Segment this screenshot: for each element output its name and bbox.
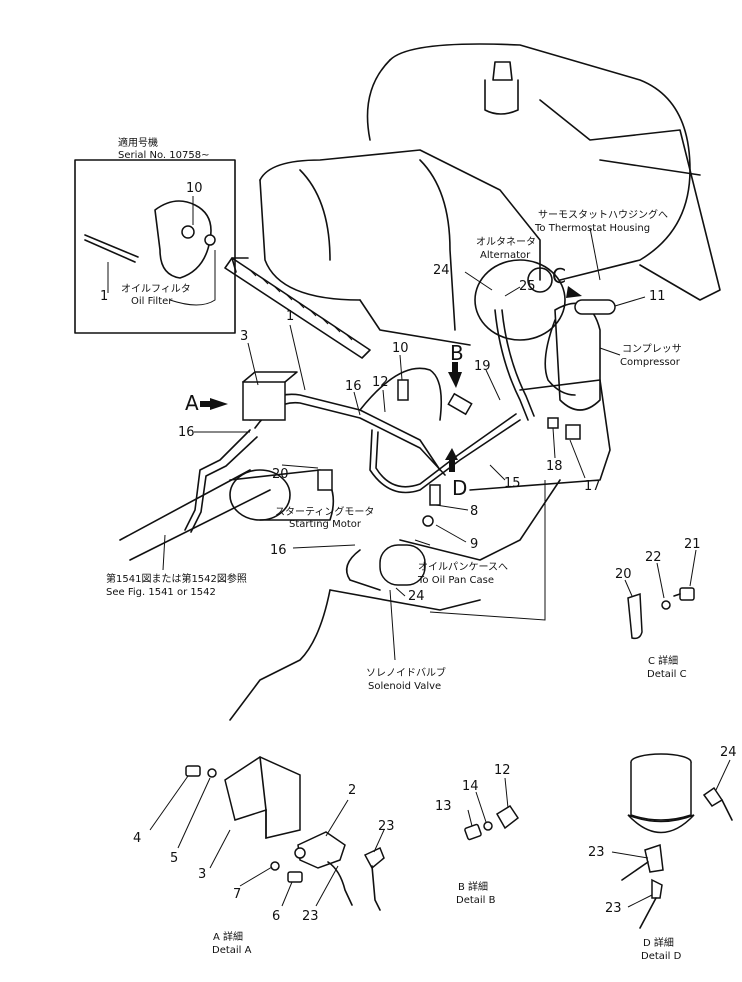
- detail-c-en: Detail C: [647, 669, 687, 680]
- callout-16-c: 16: [270, 543, 287, 558]
- view-a-letter: A: [185, 391, 199, 415]
- oil-pan-label-jp: オイルパンケースへ: [418, 561, 508, 573]
- callout-24-a: 24: [433, 263, 450, 278]
- callout-24-b: 24: [408, 589, 425, 604]
- callout-20: 20: [272, 467, 289, 482]
- callout-8: 8: [470, 504, 478, 519]
- detail-a-en: Detail A: [212, 945, 252, 956]
- callout-17: 17: [584, 479, 601, 494]
- main-callouts: 10 1 1 3 16 20 16 12 10 19 24 25 11 8 9 …: [100, 181, 666, 604]
- callout-14: 14: [462, 779, 479, 794]
- callout-10-inset: 10: [186, 181, 203, 196]
- callout-20-c: 20: [615, 567, 632, 582]
- solenoid-label-jp: ソレノイドバルブ: [366, 666, 446, 679]
- callout-24-d: 24: [720, 745, 737, 760]
- callout-1: 1: [286, 309, 294, 324]
- starting-motor-label-en: Starting Motor: [289, 519, 362, 530]
- detail-b-jp: B 詳細: [458, 880, 488, 893]
- callout-18: 18: [546, 459, 563, 474]
- detail-a-jp: A 詳細: [213, 930, 243, 943]
- fittings: [242, 299, 616, 586]
- engine-outline: [119, 43, 721, 721]
- callout-23-d1: 23: [588, 845, 605, 860]
- detail-c-jp: C 詳細: [648, 654, 678, 667]
- inset-oil-filter-jp: オイルフィルタ: [121, 283, 191, 295]
- detail-c: [624, 549, 697, 640]
- solenoid-label-en: Solenoid Valve: [368, 681, 441, 692]
- inset-pointer-arrow: [224, 257, 371, 359]
- callout-23-d2: 23: [605, 901, 622, 916]
- callout-3-a: 3: [198, 867, 206, 882]
- callout-15: 15: [504, 476, 521, 491]
- inset-box: [74, 159, 236, 334]
- thermostat-label-jp: サーモスタットハウジングへ: [538, 208, 668, 221]
- starting-motor-label-jp: スターティングモータ: [275, 505, 374, 518]
- view-c-letter: C: [552, 264, 566, 288]
- callout-16-b: 16: [345, 379, 362, 394]
- callout-9: 9: [470, 537, 478, 552]
- oil-hoses: [184, 309, 576, 591]
- callout-10: 10: [392, 341, 409, 356]
- callout-23-a1: 23: [302, 909, 319, 924]
- callout-2: 2: [348, 783, 356, 798]
- oil-pan-label-en: To Oil Pan Case: [417, 575, 494, 586]
- thermostat-label-en: To Thermostat Housing: [534, 223, 650, 234]
- alternator-label-jp: オルタネータ: [476, 236, 536, 248]
- inset-serial: Serial No. 10758~: [118, 150, 209, 161]
- callout-16-a: 16: [178, 425, 195, 440]
- callout-13: 13: [435, 799, 452, 814]
- callout-4: 4: [133, 831, 141, 846]
- inset-applicable-jp: 適用号機: [118, 136, 158, 149]
- callout-6: 6: [272, 909, 280, 924]
- detail-d-jp: D 詳細: [643, 936, 674, 949]
- leader-lines: [107, 196, 646, 661]
- callout-1-inset: 1: [100, 289, 108, 304]
- callout-12: 12: [372, 375, 389, 390]
- callout-7: 7: [233, 887, 241, 902]
- callout-19: 19: [474, 359, 491, 374]
- compressor-label-jp: コンプレッサ: [622, 343, 682, 355]
- callout-3: 3: [240, 329, 248, 344]
- detail-a: [149, 756, 385, 911]
- callout-12-b: 12: [494, 763, 511, 778]
- view-d-letter: D: [452, 476, 467, 500]
- inset-oil-filter-en: Oil Filter: [131, 296, 173, 307]
- callout-25: 25: [519, 279, 536, 294]
- detail-d: [611, 753, 733, 929]
- callout-22: 22: [645, 550, 662, 565]
- detail-d-en: Detail D: [641, 951, 682, 962]
- alternator-label-en: Alternator: [480, 250, 531, 261]
- view-arrows: [200, 286, 582, 472]
- detail-b: [464, 777, 520, 841]
- view-b-letter: B: [450, 341, 464, 365]
- callout-11: 11: [649, 289, 666, 304]
- detail-b-en: Detail B: [456, 895, 496, 906]
- see-fig-label-en: See Fig. 1541 or 1542: [106, 587, 216, 598]
- callout-21: 21: [684, 537, 701, 552]
- callout-23-a2: 23: [378, 819, 395, 834]
- callout-5: 5: [170, 851, 178, 866]
- compressor-label-en: Compressor: [620, 357, 681, 368]
- see-fig-label-jp: 第1541図または第1542図参照: [106, 572, 247, 585]
